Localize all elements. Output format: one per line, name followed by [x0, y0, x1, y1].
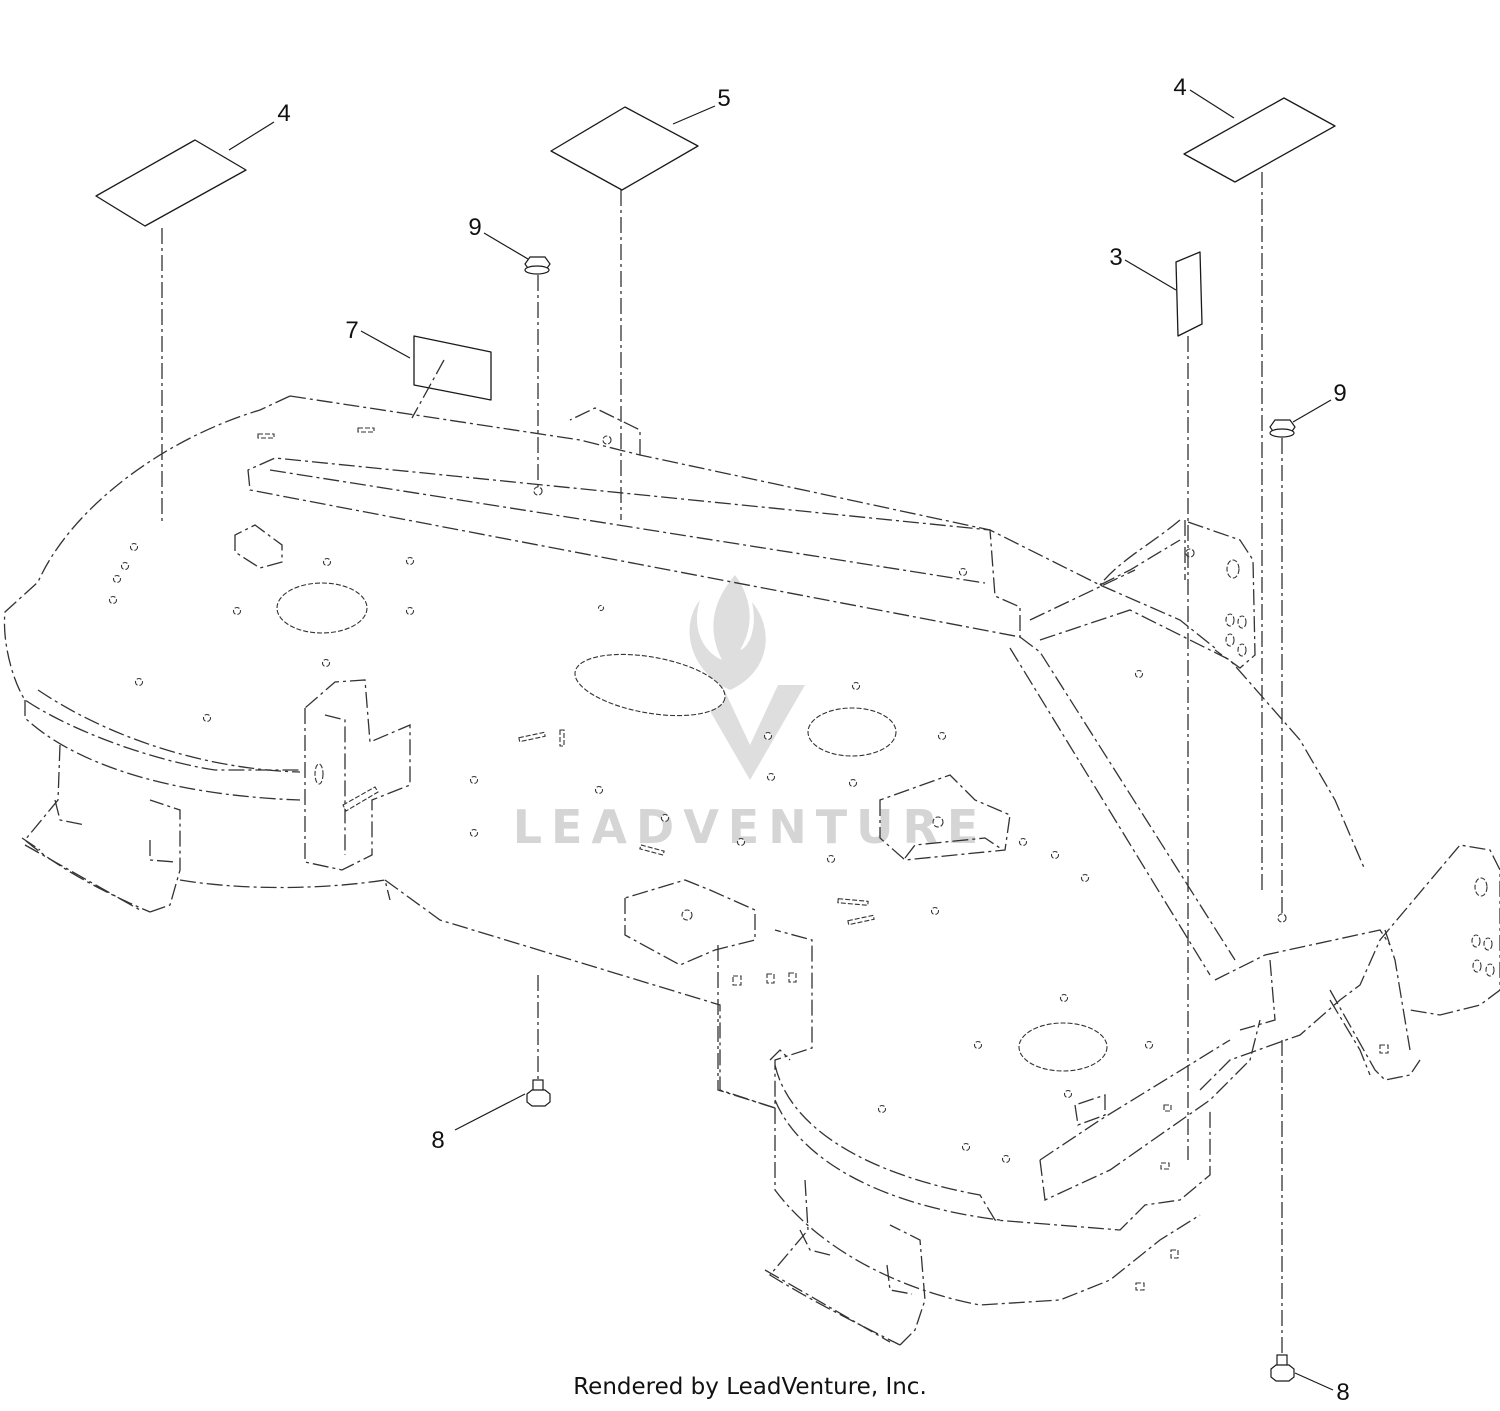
spindle-opening-right [1018, 1022, 1108, 1072]
callout-9-top[interactable]: 9 [468, 214, 481, 241]
callout-leaders [228, 89, 1334, 1391]
spindle-opening-center [807, 707, 897, 757]
part-9-flange-nut-right[interactable] [1269, 419, 1296, 915]
callout-4-left[interactable]: 4 [277, 100, 290, 127]
part-8-bolt-left[interactable] [526, 975, 551, 1107]
part-8-bolt-right[interactable] [1270, 1040, 1295, 1382]
callout-9-right[interactable]: 9 [1333, 380, 1346, 407]
part-9-flange-nut-top[interactable] [524, 256, 551, 488]
spindle-opening-left [276, 582, 368, 634]
callout-labels: 4 5 4 9 3 7 9 8 8 [277, 74, 1349, 1406]
idler-plate [574, 653, 726, 717]
callout-3[interactable]: 3 [1109, 244, 1122, 271]
callout-8-bottom-left[interactable]: 8 [431, 1127, 444, 1154]
watermark-brand: LEADVENTURE [513, 800, 988, 854]
callout-7[interactable]: 7 [345, 317, 358, 344]
part-3-decal[interactable] [1175, 251, 1203, 1160]
callout-5[interactable]: 5 [717, 85, 730, 112]
callout-4-right[interactable]: 4 [1173, 74, 1186, 101]
watermark: LEADVENTURE [513, 575, 988, 854]
callout-8-bottom-right[interactable]: 8 [1336, 1379, 1349, 1406]
part-4-decal-right[interactable] [1183, 97, 1336, 890]
mower-deck [3, 395, 1500, 1346]
footer-credit: Rendered by LeadVenture, Inc. [573, 1374, 927, 1400]
part-7-decal[interactable] [411, 335, 492, 419]
part-5-decal[interactable] [550, 106, 699, 520]
deck-mounting-holes [108, 427, 1495, 1291]
flame-v-logo-icon [689, 575, 805, 780]
part-4-decal-left[interactable] [95, 139, 247, 525]
